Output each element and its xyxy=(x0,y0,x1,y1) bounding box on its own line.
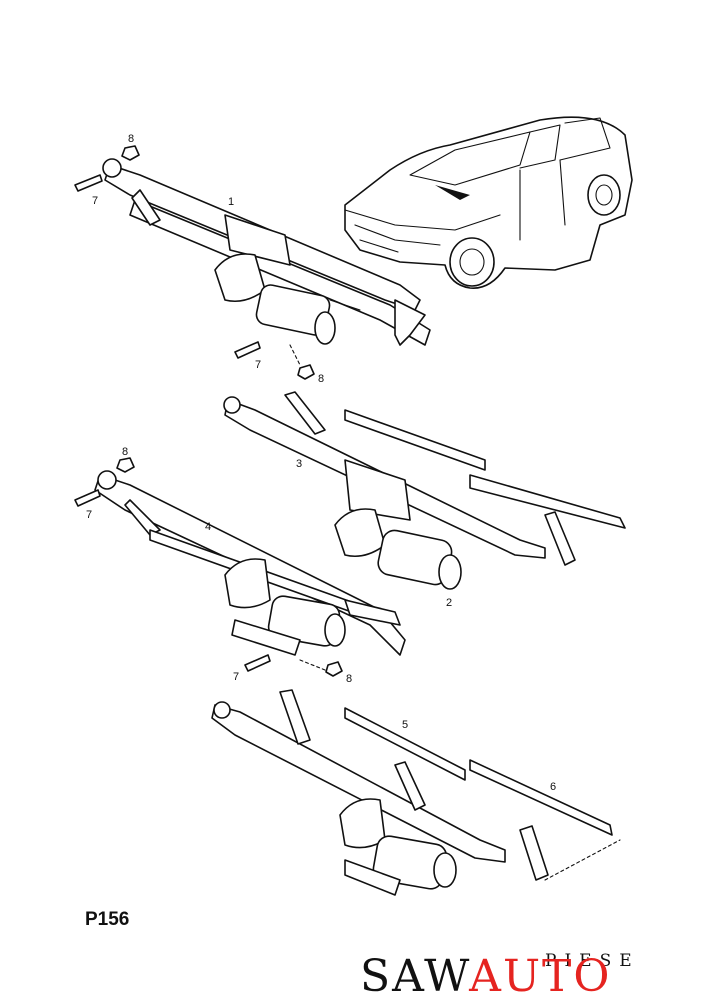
nut-8-c xyxy=(116,457,135,473)
callout-3: 3 xyxy=(296,458,302,470)
sawauto-logo: PIESE SAWAUTO xyxy=(360,951,700,1000)
callout-8-c: 8 xyxy=(122,446,128,458)
callout-2: 2 xyxy=(446,597,452,609)
callout-7-a: 7 xyxy=(92,195,98,207)
bolt-7-a xyxy=(74,174,103,192)
link-rod-5 xyxy=(344,707,466,811)
bolt-7-d xyxy=(244,654,271,672)
nut-8-b xyxy=(289,344,315,380)
diagram-page-code: P156 xyxy=(85,909,130,930)
callout-8-a: 8 xyxy=(128,133,134,145)
logo-main-text: SAWAUTO xyxy=(360,955,611,999)
wiper-assembly-3 xyxy=(223,391,626,590)
callout-7-c: 7 xyxy=(86,509,92,521)
logo-sub-text: PIESE xyxy=(545,951,640,971)
nut-8-d xyxy=(299,659,343,677)
callout-7-d: 7 xyxy=(233,671,239,683)
bolt-7-b xyxy=(234,341,261,359)
callout-6: 6 xyxy=(550,781,556,793)
link-rod-6 xyxy=(469,759,621,881)
callout-8-d: 8 xyxy=(346,673,352,685)
car-illustration xyxy=(344,116,633,289)
wiper-assembly-4 xyxy=(94,470,406,656)
callout-5: 5 xyxy=(402,719,408,731)
nut-8-a xyxy=(121,145,140,161)
wiper-assembly-bottom xyxy=(211,689,506,896)
logo-saw: SAW xyxy=(360,951,470,1002)
callout-8-b: 8 xyxy=(318,373,324,385)
wiper-assembly-1 xyxy=(102,158,431,346)
logo-auto: AUTO xyxy=(469,951,612,1002)
callout-4: 4 xyxy=(205,521,211,533)
callout-7-b: 7 xyxy=(255,359,261,371)
bolt-7-c xyxy=(74,489,101,507)
callout-1: 1 xyxy=(228,196,234,208)
